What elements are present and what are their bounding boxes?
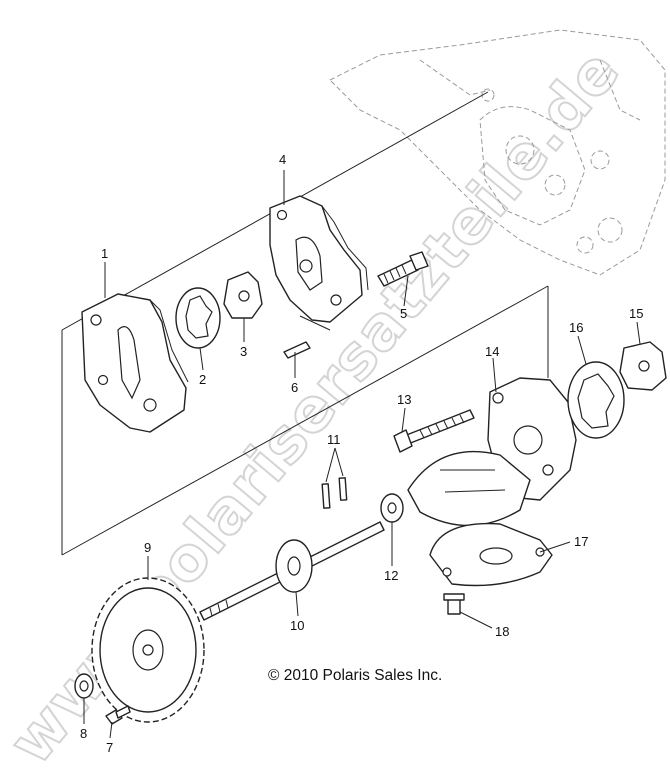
- callout-7: 7: [106, 740, 113, 755]
- callout-2: 2: [199, 372, 206, 387]
- callout-11: 11: [327, 432, 341, 447]
- callout-8: 8: [80, 726, 87, 741]
- callout-18: 18: [495, 624, 509, 639]
- pins-part-11: [321, 477, 348, 509]
- callout-16: 16: [569, 320, 583, 335]
- pump-body-part-4: [269, 195, 369, 323]
- gasket-part-17: [429, 522, 553, 587]
- callout-13: 13: [397, 392, 411, 407]
- screw-part-5: [377, 251, 429, 287]
- callout-14: 14: [485, 344, 499, 359]
- screw-part-18: [443, 593, 465, 615]
- callout-6: 6: [291, 380, 298, 395]
- pump-cover-part-14: [407, 377, 577, 527]
- callout-labels: 1 2 3 4 5 6 7 8 9 10 11 12 13 14 15 16 1…: [80, 152, 643, 755]
- callout-4: 4: [279, 152, 286, 167]
- pump-plate-part-1: [81, 293, 189, 433]
- callout-1: 1: [101, 246, 108, 261]
- washer-part-12: [380, 493, 404, 523]
- bolt-part-7: [105, 705, 131, 725]
- copyright-notice: © 2010 Polaris Sales Inc.: [268, 667, 442, 684]
- washer-part-8: [74, 673, 94, 699]
- callout-5: 5: [400, 306, 407, 321]
- leader-lines: [83, 170, 641, 739]
- inner-rotor-part-3: [223, 271, 263, 319]
- pin-part-6: [283, 341, 311, 359]
- callout-12: 12: [384, 568, 398, 583]
- bolt-part-13: [393, 409, 475, 453]
- inner-rotor-part-15: [619, 341, 667, 391]
- callout-15: 15: [629, 306, 643, 321]
- outer-rotor-part-16: [567, 361, 625, 439]
- gear-part-9: [91, 577, 205, 723]
- callout-3: 3: [240, 344, 247, 359]
- callout-17: 17: [574, 534, 588, 549]
- shaft-part-10: [199, 521, 385, 621]
- callout-10: 10: [290, 618, 304, 633]
- outer-rotor-part-2: [175, 287, 221, 349]
- engine-case-outline: [329, 29, 666, 276]
- callout-9: 9: [144, 540, 151, 555]
